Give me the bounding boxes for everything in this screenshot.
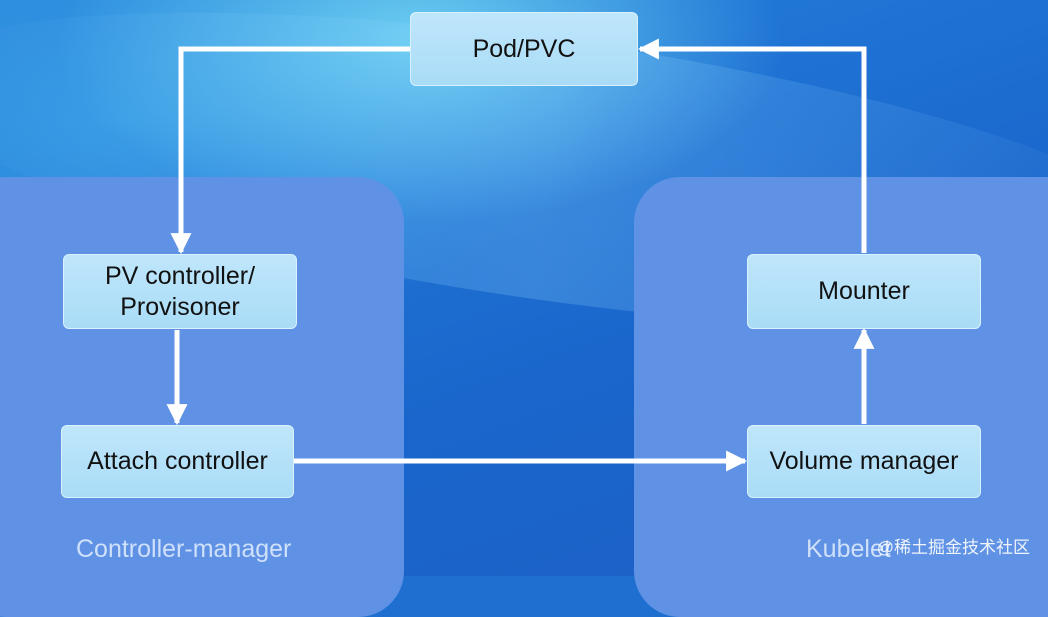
node-attach-controller: Attach controller bbox=[61, 425, 294, 498]
group-kubelet bbox=[634, 177, 1048, 617]
node-mounter-label: Mounter bbox=[818, 277, 910, 305]
node-attach-controller-label: Attach controller bbox=[87, 447, 268, 475]
group-controller-manager bbox=[0, 177, 404, 617]
node-volume-manager: Volume manager bbox=[747, 425, 981, 498]
node-pv-controller-line2: Provisoner bbox=[120, 292, 240, 321]
flow-arrows bbox=[166, 38, 875, 472]
node-mounter: Mounter bbox=[747, 254, 981, 329]
arrow-mounter-to-podpvc bbox=[637, 38, 867, 253]
node-pod-pvc: Pod/PVC bbox=[410, 12, 638, 86]
node-pv-controller-line1: PV controller/ bbox=[104, 261, 256, 290]
node-volume-manager-label: Volume manager bbox=[769, 447, 959, 475]
group-label-kubelet: Kubelet bbox=[806, 535, 891, 563]
node-pv-controller-text: PV controller/ Provisoner bbox=[105, 261, 255, 323]
watermark: @稀土掘金技术社区 bbox=[876, 538, 1030, 557]
group-label-controller-manager: Controller-manager bbox=[76, 535, 292, 563]
node-pod-pvc-label: Pod/PVC bbox=[472, 34, 576, 63]
node-pv-controller: PV controller/ Provisoner bbox=[63, 254, 297, 329]
arrow-podpvc-to-pvcontroller bbox=[170, 46, 410, 255]
